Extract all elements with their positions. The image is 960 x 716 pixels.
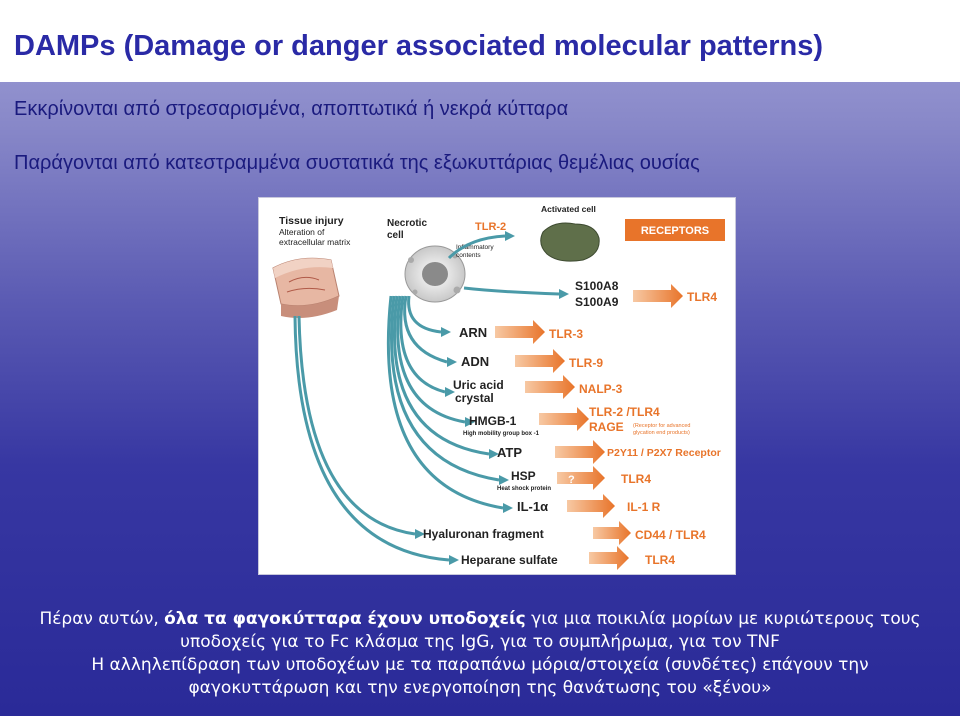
necrotic-label-2: cell <box>387 230 404 241</box>
receptor-tlr2-tlr4: TLR-2 /TLR4 <box>589 405 660 419</box>
activated-cell-label: Activated cell <box>541 204 596 214</box>
ligand-hmgb1: HMGB-1 <box>469 414 517 428</box>
receptor-p2y11-p2x7: P2Y11 / P2X7 Receptor <box>607 447 721 459</box>
footer-line-3: Η αλληλεπίδραση των υποδοχέων με τα παρα… <box>91 655 869 675</box>
receptor-rage: RAGE <box>589 420 624 434</box>
tlr4-s100-label: TLR4 <box>687 290 717 304</box>
ligand-heparane: Heparane sulfate <box>461 553 558 567</box>
alteration-label-2: extracellular matrix <box>279 237 351 247</box>
receptor-tlr9: TLR-9 <box>569 356 603 370</box>
arrow-hmgb1 <box>539 407 589 431</box>
damps-diagram: Tissue injury Alteration of extracellula… <box>272 204 725 570</box>
s100a8-label: S100A8 <box>575 279 619 293</box>
arrow-il1a <box>567 494 615 518</box>
tlr2-top-label: TLR-2 <box>475 221 506 233</box>
footer-line-1: Πέραν αυτών, όλα τα φαγοκύτταρα έχουν υπ… <box>0 608 960 631</box>
footer-text: Πέραν αυτών, όλα τα φαγοκύτταρα έχουν υπ… <box>0 608 960 700</box>
receptor-il1r: IL-1 R <box>627 500 661 514</box>
footer-line-1c: για μια ποικιλία μορίων με κυριώτερους τ… <box>525 609 921 629</box>
necrotic-label-1: Necrotic <box>387 218 427 229</box>
s100a9-label: S100A9 <box>575 295 619 309</box>
footer-line-4: φαγοκυττάρωση και την ενεργοποίηση της θ… <box>188 678 772 698</box>
footer-line-2: υποδοχείς για το Fc κλάσμα της IgG, για … <box>180 632 780 652</box>
activated-cell-shape <box>540 222 600 262</box>
damps-figure: Tissue injury Alteration of extracellula… <box>258 197 736 575</box>
receptors-label: RECEPTORS <box>641 225 709 237</box>
receptor-tlr4-hsp: TLR4 <box>621 472 651 486</box>
ligand-hyaluronan: Hyaluronan fragment <box>423 527 544 541</box>
ligand-hsp-sub: Heat shock protein <box>497 486 551 492</box>
arrow-s100 <box>633 284 683 308</box>
ligand-hsp: HSP <box>511 469 536 483</box>
footer-highlight: όλα τα φαγοκύτταρα έχουν υποδοχείς <box>164 609 526 629</box>
tissue-illustration <box>272 257 340 318</box>
rage-sub-1: (Receptor for advanced <box>633 423 690 429</box>
teal-arrowheads <box>415 231 569 565</box>
ligand-adn: ADN <box>461 354 489 369</box>
ligand-hmgb1-sub: High mobility group box -1 <box>463 431 540 437</box>
receptor-tlr4-heparane: TLR4 <box>645 553 675 567</box>
receptor-cd44-tlr4: CD44 / TLR4 <box>635 528 706 542</box>
ligand-il1a: IL-1α <box>517 499 548 514</box>
slide-title: DAMPs (Damage or danger associated molec… <box>14 30 824 62</box>
arrow-atp <box>555 440 605 464</box>
alteration-label-1: Alteration of <box>279 227 325 237</box>
title-bar: DAMPs (Damage or danger associated molec… <box>0 0 960 82</box>
necrotic-cell-illustration <box>404 245 466 303</box>
hsp-question-mark: ? <box>568 474 575 486</box>
ligand-arn: ARN <box>459 325 487 340</box>
teal-pathways <box>293 234 560 562</box>
inflammatory-label-2: contents <box>456 252 481 259</box>
bullet-produced: Παράγονται από κατεστραμμένα συστατικά τ… <box>14 152 700 174</box>
tissue-injury-label: Tissue injury <box>279 215 344 227</box>
inflammatory-label-1: Inflammatory <box>456 244 494 251</box>
arrow-uric-acid <box>525 375 575 399</box>
receptor-nalp3: NALP-3 <box>579 382 623 396</box>
arrow-hsp <box>557 466 605 490</box>
bullet-secreted: Εκκρίνονται από στρεσαρισμένα, αποπτωτικ… <box>14 98 569 120</box>
ligand-uric-acid: Uric acid <box>453 378 504 392</box>
arrow-heparane <box>589 546 629 570</box>
ligand-atp: ATP <box>497 445 522 460</box>
receptors-box <box>625 219 725 241</box>
arrow-arn <box>495 320 545 344</box>
arrow-adn <box>515 349 565 373</box>
footer-line-1a: Πέραν αυτών, <box>39 609 165 629</box>
rage-sub-2: glycation end products) <box>633 430 690 436</box>
ligand-crystal: crystal <box>455 391 494 405</box>
receptor-tlr3: TLR-3 <box>549 327 583 341</box>
arrow-hyaluronan <box>593 521 631 545</box>
